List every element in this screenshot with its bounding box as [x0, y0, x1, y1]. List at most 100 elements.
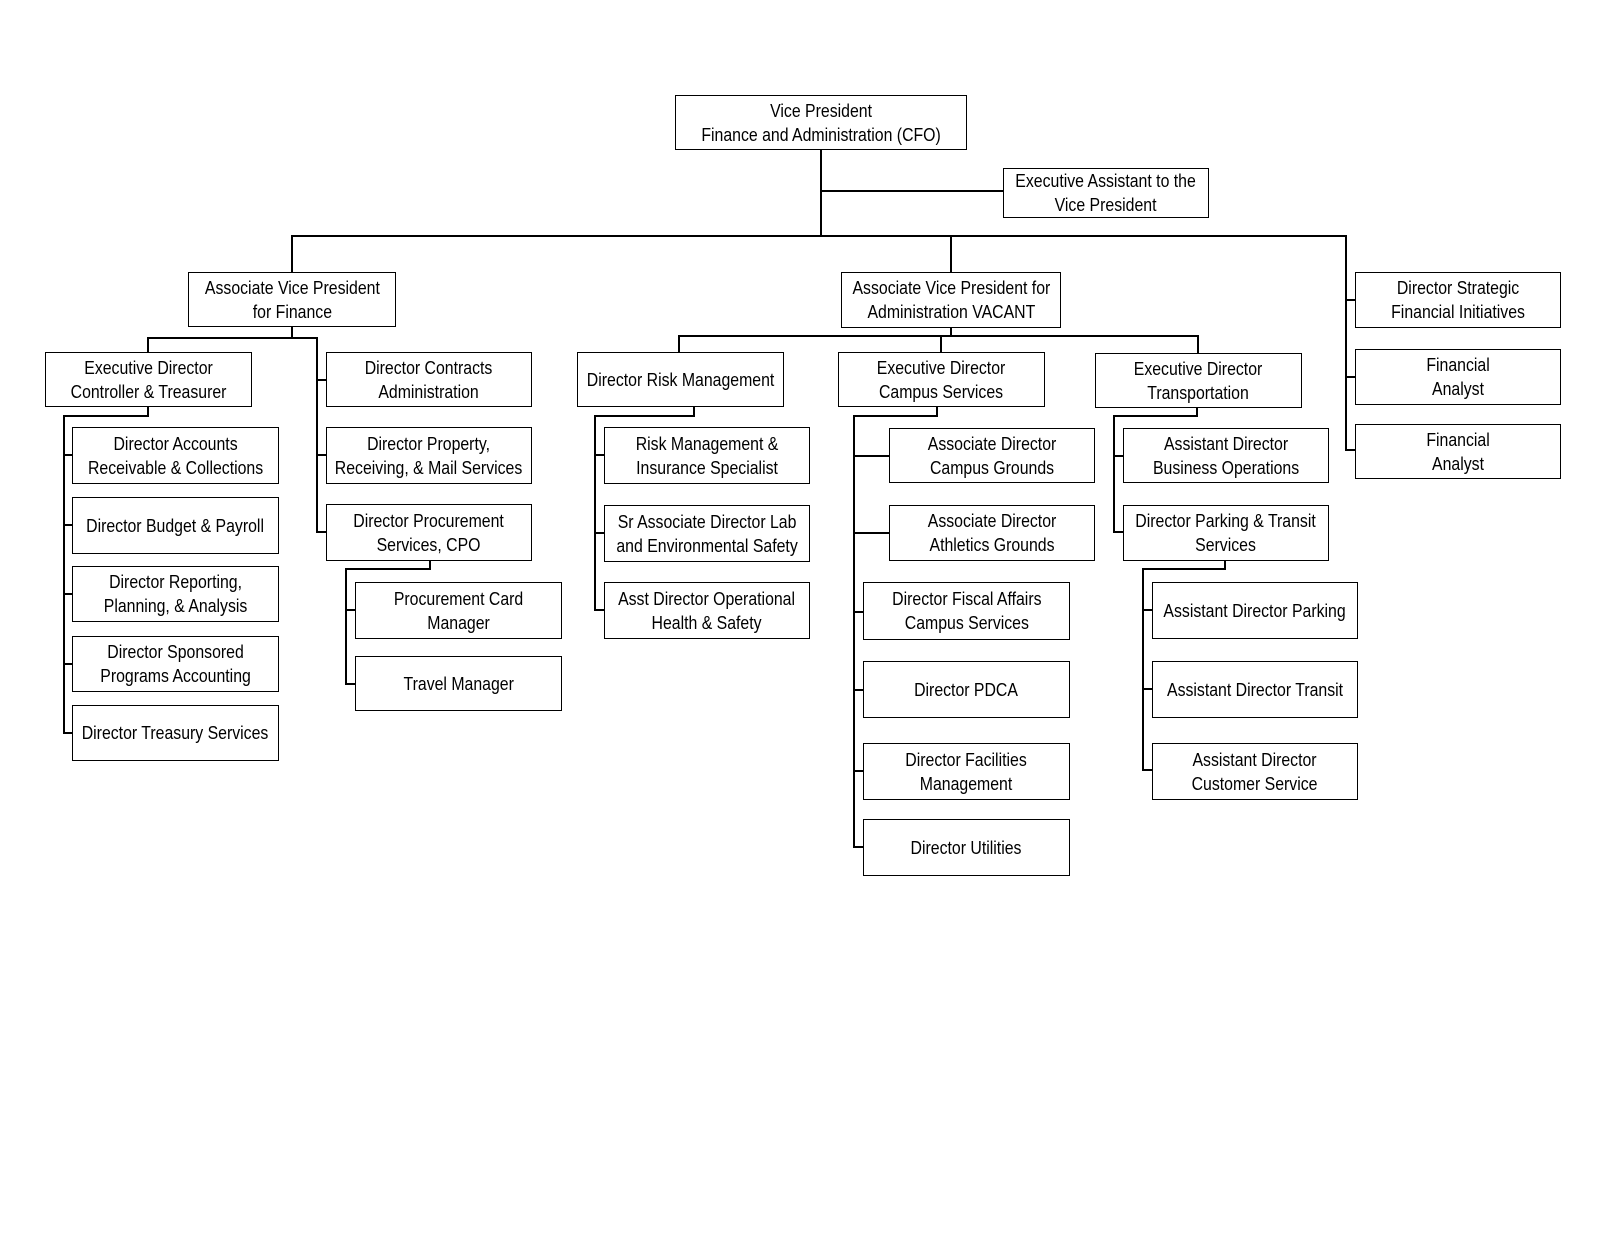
position-title: Assistant Director Parking [1161, 599, 1349, 623]
position-title: Risk Management &Insurance Specialist [633, 432, 781, 480]
connector-line [345, 568, 431, 571]
connector-line [594, 609, 604, 612]
position-box-dbp: Director Budget & Payroll [72, 497, 279, 554]
position-title-line: Assistant Director Parking [1163, 600, 1347, 621]
position-title-line: Associate Director [927, 511, 1057, 531]
position-title-line: Director Procurement [353, 510, 505, 531]
position-title-line: Vice President [770, 100, 872, 121]
position-title-line: Health & Safety [651, 612, 763, 633]
connector-line [147, 337, 150, 352]
position-title-line: Customer Service [1192, 773, 1318, 794]
position-title-line: Administration [378, 381, 480, 402]
connector-line [853, 415, 938, 418]
connector-line [1142, 609, 1152, 612]
position-title-line: Director Accounts [113, 433, 238, 454]
connector-line [1113, 415, 1116, 533]
position-box-dprm: Director Property,Receiving, & Mail Serv… [326, 427, 532, 484]
position-title-line: Executive Director [1134, 358, 1263, 379]
position-title: Assistant Director Transit [1164, 678, 1345, 702]
position-box-rmis: Risk Management &Insurance Specialist [604, 427, 810, 484]
connector-line [63, 732, 72, 735]
connector-line [63, 524, 72, 527]
position-title-line: Director Utilities [911, 837, 1022, 858]
position-title-line: Management [920, 773, 1013, 794]
position-title-line: Services, CPO [377, 534, 481, 555]
position-title-line: Associate Director [927, 433, 1057, 454]
connector-line [147, 407, 150, 416]
connector-line [594, 415, 597, 610]
connector-line [63, 454, 72, 457]
connector-line [1142, 568, 1226, 571]
position-box-dpdca: Director PDCA [863, 661, 1070, 718]
connector-line [1142, 769, 1152, 772]
connector-line [693, 407, 696, 416]
position-title-line: Director Treasury Services [82, 723, 269, 743]
connector-line [940, 335, 943, 352]
position-title-line: Director Contracts [365, 357, 493, 378]
connector-line [291, 235, 294, 272]
position-title-line: Director Fiscal Affairs [891, 589, 1042, 609]
connector-line [345, 683, 355, 686]
position-title-line: Transportation [1147, 382, 1250, 403]
connector-line [63, 415, 149, 418]
position-title: Director Budget & Payroll [84, 514, 267, 538]
connector-line [678, 335, 681, 352]
position-title-line: Executive Director [84, 357, 213, 378]
position-title: Travel Manager [401, 672, 517, 696]
position-title-line: Executive Director [877, 357, 1006, 378]
position-title: Director Risk Management [584, 368, 777, 392]
position-box-dts: Director Treasury Services [72, 705, 279, 761]
position-title-line: Campus Grounds [929, 457, 1055, 478]
position-box-adp: Assistant Director Parking [1152, 582, 1358, 639]
connector-line [63, 415, 66, 733]
connector-line [1345, 235, 1348, 450]
connector-line [1197, 335, 1200, 353]
position-title-line: Planning, & Analysis [103, 596, 248, 616]
connector-line [316, 531, 326, 534]
connector-line [936, 407, 939, 416]
position-title-line: Director Parking & Transit [1135, 511, 1317, 531]
connector-line [1345, 299, 1355, 302]
position-title-line: Procurement Card [393, 588, 524, 609]
position-title-line: and Environmental Safety [616, 535, 798, 556]
connector-line [291, 235, 1346, 238]
connector-line [345, 568, 348, 685]
connector-line [853, 611, 863, 614]
position-title-line: Financial Initiatives [1391, 302, 1525, 322]
connector-line [429, 561, 432, 570]
connector-line [950, 328, 953, 337]
position-title-line: Services [1195, 535, 1257, 555]
position-title-line: Executive Assistant to the [1015, 171, 1197, 191]
position-title-line: Assistant Director [1192, 749, 1318, 770]
connector-line [63, 663, 72, 666]
connector-line [853, 689, 863, 692]
connector-line [594, 415, 695, 418]
connector-line [853, 415, 856, 848]
connector-line [63, 593, 72, 596]
